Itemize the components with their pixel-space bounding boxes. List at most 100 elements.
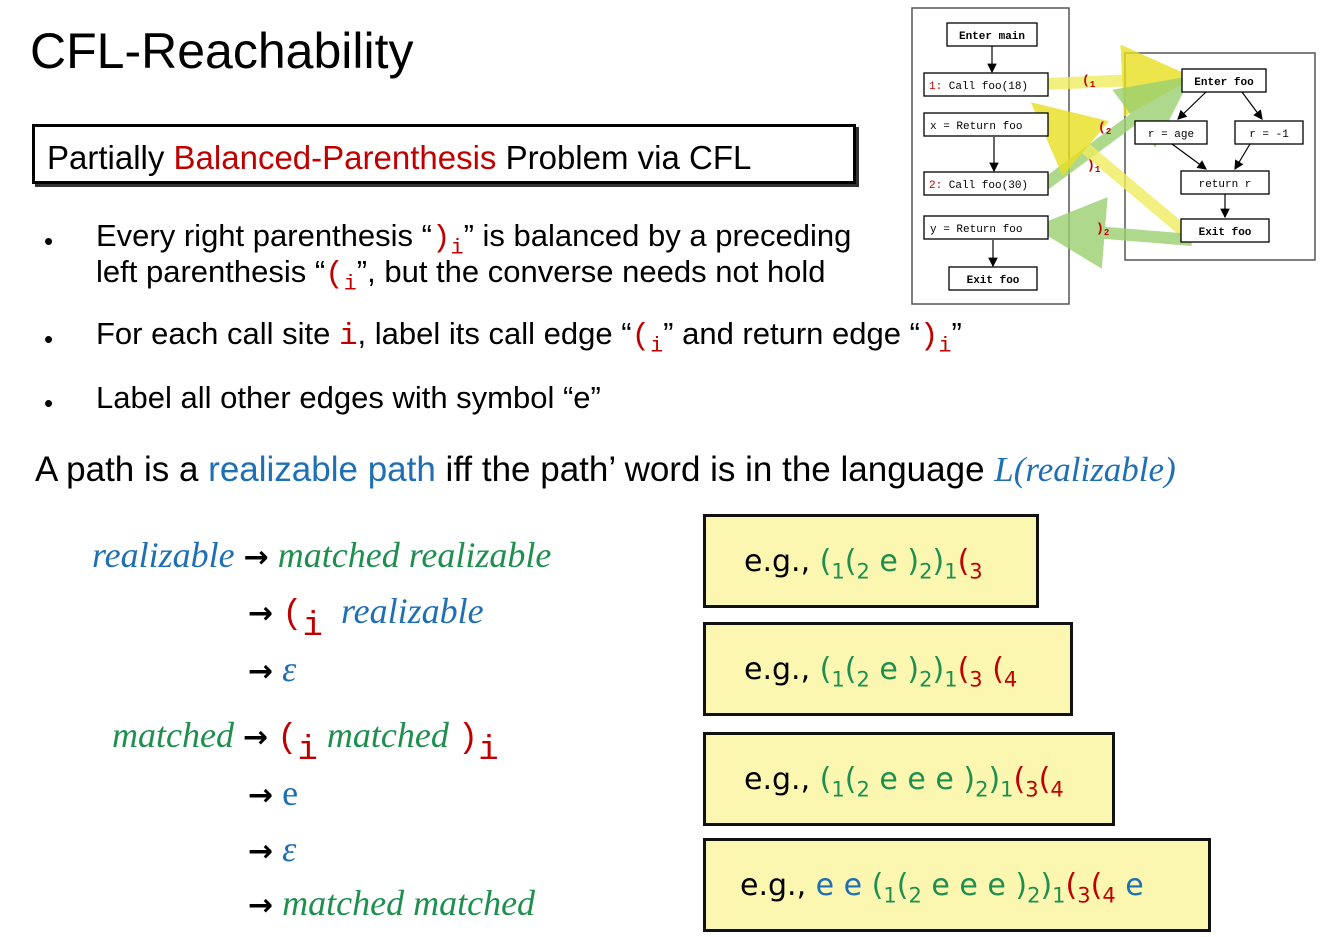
paren: ( [1013, 762, 1026, 797]
rule-rhs: matched matched [282, 883, 536, 923]
bullet-text: ” [951, 316, 962, 351]
grammar-rule: → ε [248, 648, 296, 690]
bullet-text: For each call site [96, 316, 339, 351]
paren-symbol: ) [431, 221, 451, 256]
paren-symbol: ( [325, 257, 344, 292]
realizable-headline: A path is a realizable path iff the path… [35, 450, 1176, 490]
open-paren: ( [282, 596, 303, 634]
return-edge-1 [1030, 102, 1196, 243]
node-return-1 [923, 112, 1049, 137]
paren: ) [932, 544, 945, 579]
subtitle-highlight: Balanced-Parenthesis [173, 139, 497, 176]
paren-subscript: 2 [908, 883, 922, 908]
paren: ( [896, 868, 909, 903]
paren-subscript: 4 [1102, 883, 1116, 908]
node-exit-foo [1180, 218, 1270, 243]
nonterminal-realizable: realizable [92, 535, 235, 575]
paren-subscript: 1 [944, 667, 958, 692]
bullet-dot: • [44, 324, 54, 354]
bullet-text: , label its call edge “ [357, 316, 632, 351]
e-symbols: e e e [869, 762, 964, 797]
node-return-2 [923, 215, 1049, 240]
paren: ) [963, 762, 976, 797]
flow-arrow [1177, 91, 1207, 120]
main-panel [911, 7, 1070, 305]
bullet-text: Every right parenthesis “ [96, 218, 432, 253]
paren-subscript: 2 [856, 559, 870, 584]
e-symbols: e e [815, 868, 872, 903]
arrow-icon: → [248, 834, 274, 869]
node-label: y = Return foo [930, 224, 1022, 236]
terminal-e: e [282, 773, 299, 813]
paren-symbol: ) [919, 319, 939, 354]
edge-label-open1: (1 [1082, 73, 1096, 90]
cfg-diagram: (1 (2 )1 )2 Enter main 1: Call foo(18) x… [911, 7, 1316, 305]
example-text: e.g., (1(2 e )2)1(3 (4 [744, 652, 1017, 691]
paren-subscript: 3 [1077, 883, 1091, 908]
paren-subscript: i [478, 731, 499, 770]
node-call-2 [923, 171, 1049, 196]
subtitle-part1: Partially [47, 139, 174, 176]
node-label: r = age [1148, 129, 1194, 141]
headline-text: iff the path’ word is in the language [435, 450, 995, 489]
eg-label: e.g., [744, 652, 820, 687]
example-note-4: e.g., e e (1(2 e e e )2)1(3(4 e [703, 838, 1211, 932]
paren: ( [819, 544, 832, 579]
paren-subscript: 3 [969, 667, 983, 692]
bullet-text: left parenthesis “ [96, 254, 326, 289]
paren: ( [844, 762, 857, 797]
example-note-2: e.g., (1(2 e )2)1(3 (4 [703, 622, 1073, 716]
paren: ( [819, 762, 832, 797]
rule-rhs: matched [326, 715, 449, 755]
paren: ( [871, 868, 884, 903]
node-label: Enter foo [1194, 77, 1254, 89]
paren-subscript: 1 [1052, 883, 1066, 908]
flow-arrow [1241, 91, 1263, 120]
eg-label: e.g., [740, 868, 816, 903]
example-text: e.g., (1(2 e e e )2)1(3(4 [744, 762, 1064, 801]
page-title: CFL-Reachability [30, 23, 414, 79]
paren-subscript: 1 [944, 559, 958, 584]
close-paren: ) [457, 720, 479, 758]
headline-text: A path is a [35, 450, 209, 489]
eg-label: e.g., [744, 544, 820, 579]
paren-subscript: 2 [856, 777, 870, 802]
grammar-rule: → ε [248, 828, 296, 870]
paren-subscript: 1 [831, 559, 845, 584]
paren-subscript: i [302, 607, 323, 646]
paren: ) [988, 762, 1001, 797]
eg-label: e.g., [744, 762, 820, 797]
bullet-1-line-2: left parenthesis “(i”, but the converse … [96, 254, 826, 297]
arrow-icon: → [242, 720, 269, 755]
epsilon: ε [282, 649, 297, 689]
paren-subscript: 2 [1027, 883, 1041, 908]
call-site-i: i [338, 319, 358, 354]
edge-label-close2: )2 [1096, 221, 1109, 238]
flow-arrow [1171, 143, 1207, 170]
node-label: r = -1 [1249, 129, 1289, 141]
paren: ) [1040, 868, 1053, 903]
paren-subscript: 3 [1025, 777, 1039, 802]
grammar-rule: realizable → matched realizable [92, 534, 551, 576]
paren-subscript: 1 [883, 883, 897, 908]
paren: ( [1038, 762, 1051, 797]
paren: ( [1090, 868, 1103, 903]
bullet-1-line-1: Every right parenthesis “)i” is balanced… [96, 218, 851, 261]
flow-arrow [1234, 143, 1251, 171]
arrow-icon: → [248, 888, 274, 923]
node-r-age [1134, 120, 1208, 145]
e-symbols: e [1115, 868, 1144, 903]
node-r-neg [1234, 120, 1304, 145]
bullet-text: ” is balanced by a preceding [463, 218, 852, 253]
grammar-rule: → (i realizable [248, 590, 484, 646]
paren-subscript: 2 [919, 667, 933, 692]
paren-subscript: 2 [856, 667, 870, 692]
paren-subscript: i [938, 333, 952, 359]
paren-subscript: i [297, 731, 318, 770]
paren-subscript: 3 [969, 559, 983, 584]
edge-label-close1: )1 [1087, 158, 1101, 175]
paren: ) [907, 544, 920, 579]
bullet-3: Label all other edges with symbol “e” [96, 380, 601, 415]
grammar-rule: → matched matched [248, 882, 535, 924]
bullet-text: ” and return edge “ [663, 316, 920, 351]
